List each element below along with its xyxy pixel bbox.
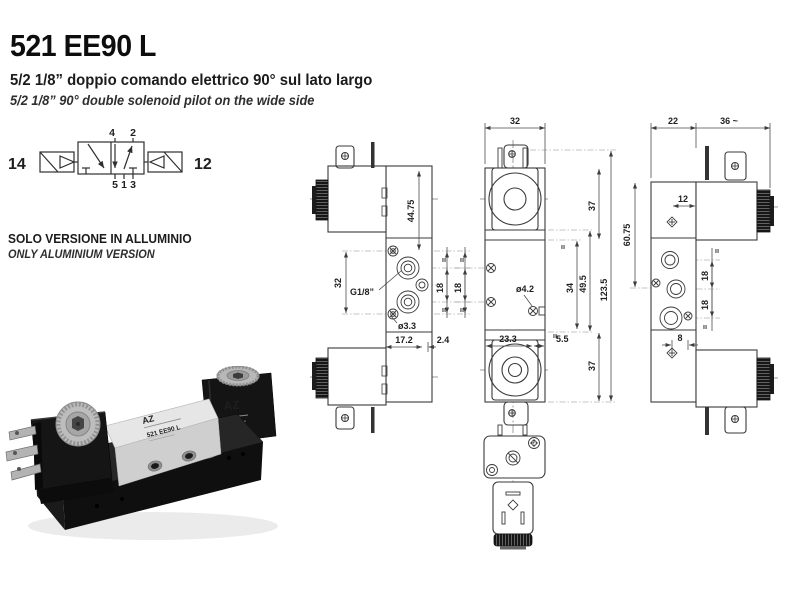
pneumatic-symbol: 14 12 4 2 5 1 3 — [8, 127, 212, 191]
symbol-lines — [39, 138, 183, 179]
dia-3-3: ø3.3 — [398, 321, 416, 331]
dim-18-front-col: 18 — [453, 283, 463, 293]
photo-left-coil — [5, 401, 114, 504]
port-label-4: 4 — [109, 127, 115, 139]
port-label-2: 2 — [130, 127, 136, 139]
dim-49-5: 49.5 — [578, 275, 588, 293]
dimension-drawings: 44.75 32 G1/8” ø3.3 18 = = 17.2 2.4 18 =… — [310, 116, 778, 550]
eq-mark: = — [713, 248, 722, 253]
dim-17-2: 17.2 — [395, 335, 413, 345]
eq-mark: = — [458, 257, 467, 262]
view-side-left — [312, 142, 433, 433]
eq-mark: = — [440, 307, 449, 312]
dim-18-left-col: 18 — [435, 283, 445, 293]
view-front — [484, 144, 546, 436]
dim-37-top: 37 — [587, 201, 597, 211]
photo-valve-body: AZ 521 EE90 L — [104, 398, 222, 487]
dimension-lines — [343, 123, 771, 401]
note-italian: SOLO VERSIONE IN ALLUMINIO — [8, 231, 192, 246]
port-label-5: 5 — [112, 179, 118, 191]
dim-34: 34 — [565, 283, 575, 293]
pilot-label-14: 14 — [8, 156, 26, 173]
port-label-1: 1 — [121, 179, 127, 191]
port-label-3: 3 — [130, 179, 136, 191]
dim-60-75: 60.75 — [622, 224, 632, 247]
product-photo: AZ — [5, 366, 278, 540]
dim-18-right-b: 18 — [700, 300, 710, 310]
pilot-label-12: 12 — [194, 156, 212, 173]
eq-mark: = — [440, 257, 449, 262]
dim-23-3: 23.3 — [499, 334, 517, 344]
eq-mark: = — [701, 324, 710, 329]
eq-mark: = — [458, 307, 467, 312]
dim-36: 36 ~ — [720, 116, 738, 126]
dia-4-2: ø4.2 — [516, 284, 534, 294]
dim-18-right-a: 18 — [700, 271, 710, 281]
subtitle-italian: 5/2 1/8” doppio comando elettrico 90° su… — [10, 72, 373, 89]
body-brand-logo: AZ — [141, 413, 156, 426]
view-bottom — [483, 435, 546, 550]
view-side-right — [650, 146, 774, 435]
dim-12: 12 — [678, 194, 688, 204]
subtitle-english: 5/2 1/8” 90° double solenoid pilot on th… — [10, 93, 315, 108]
dim-2-4: 2.4 — [437, 335, 450, 345]
eq-mark: = — [551, 333, 560, 338]
coil-brand-logo: AZ — [223, 398, 240, 413]
note-english: ONLY ALUMINIUM VERSION — [8, 249, 155, 261]
dim-8: 8 — [677, 333, 682, 343]
dim-37-bottom: 37 — [587, 361, 597, 371]
dim-32-front: 32 — [510, 116, 520, 126]
dim-123-5: 123.5 — [599, 279, 609, 302]
dim-32-left: 32 — [333, 278, 343, 288]
dim-44-75: 44.75 — [406, 200, 416, 223]
eq-mark: = — [559, 244, 568, 249]
thread-label: G1/8” — [350, 287, 374, 297]
dim-22: 22 — [668, 116, 678, 126]
page-title: 521 EE90 L — [10, 28, 157, 63]
dimension-labels: 44.75 32 G1/8” ø3.3 18 = = 17.2 2.4 18 =… — [333, 116, 738, 371]
dim-5-5: 5.5 — [556, 334, 569, 344]
